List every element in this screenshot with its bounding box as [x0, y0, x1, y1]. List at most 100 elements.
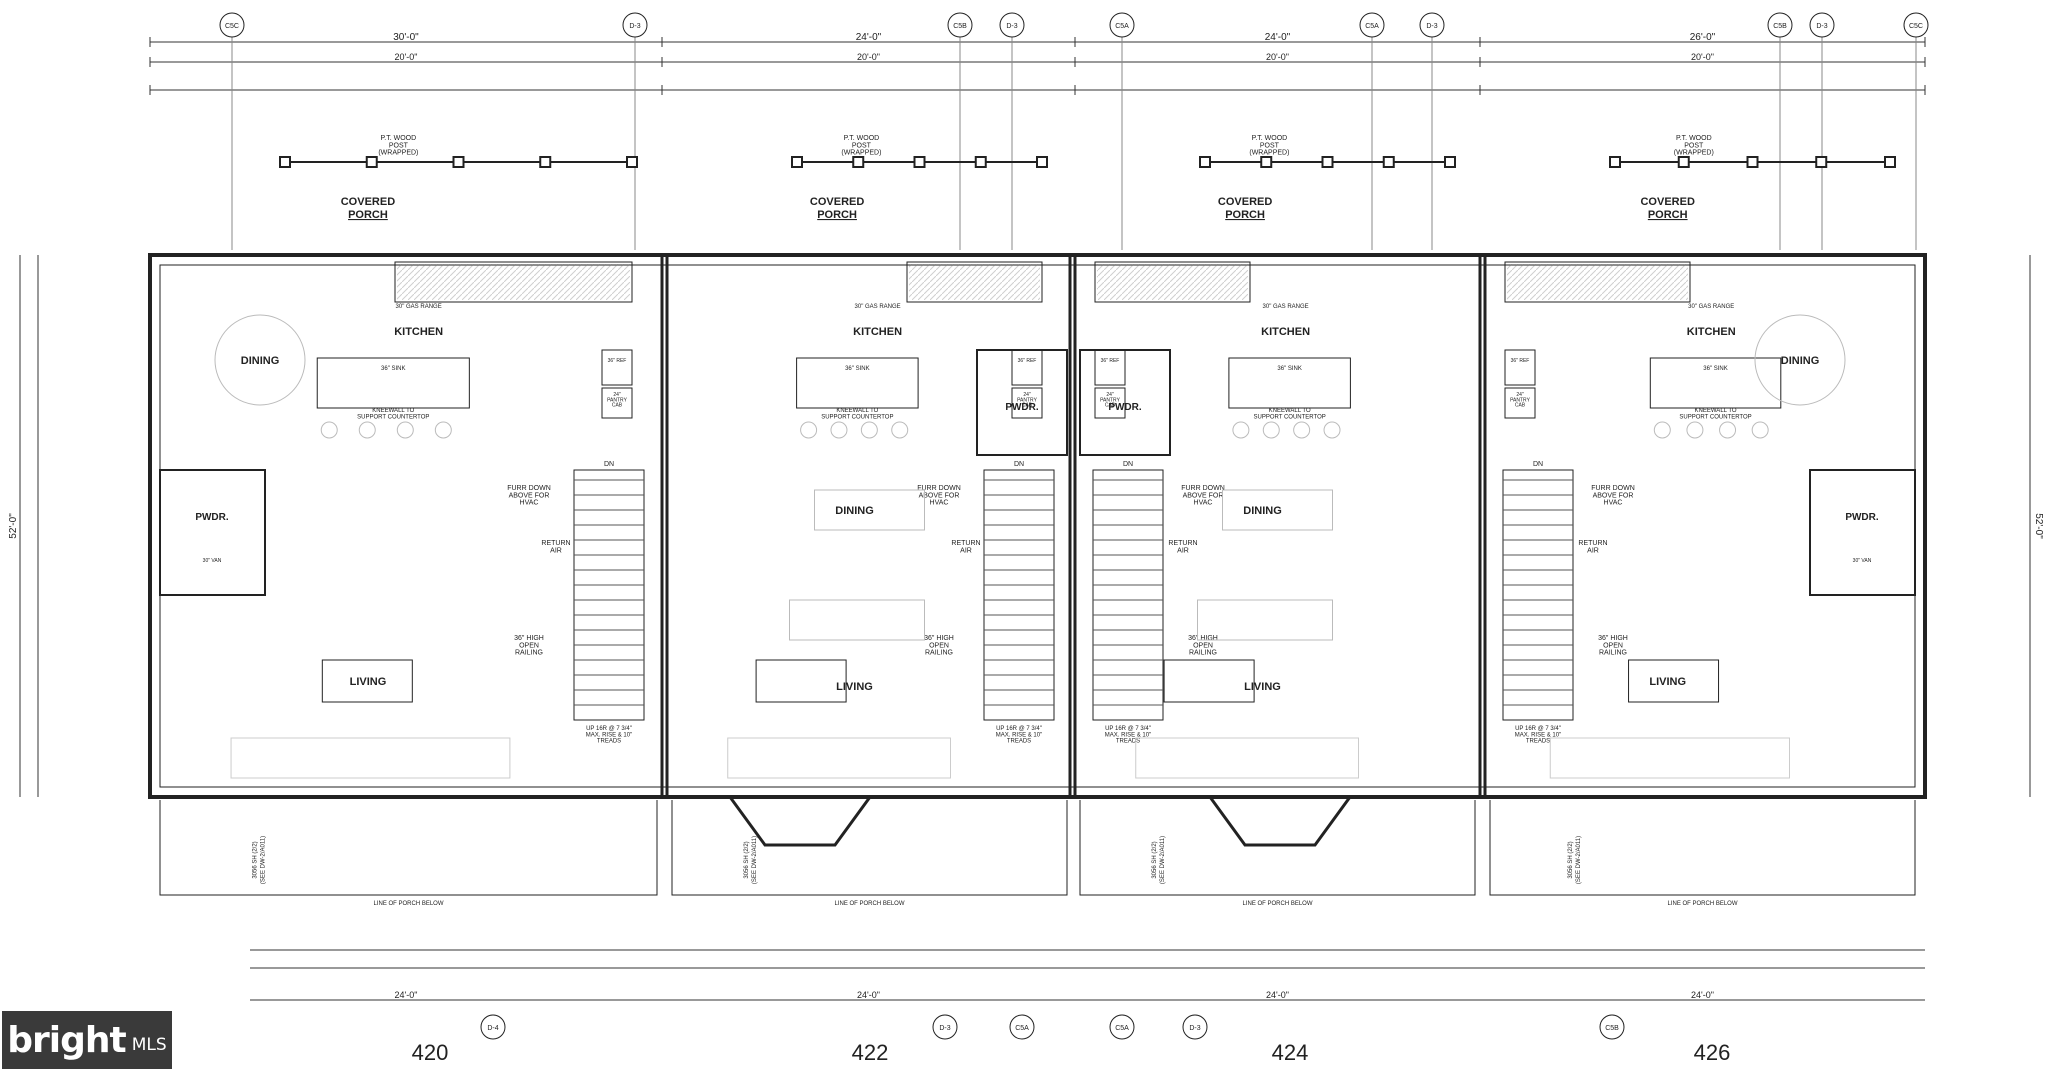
post-note: POST	[1684, 142, 1704, 149]
grid-tag-circle	[1359, 12, 1385, 38]
grid-tag-label: D-3	[629, 23, 640, 30]
inner-dimension: 20'-0"	[857, 52, 880, 62]
railing-note: OPEN	[1193, 642, 1213, 649]
railing-note: OPEN	[519, 642, 539, 649]
grid-tag-label: C5A	[1115, 23, 1129, 30]
treads-note: MAX. RISE & 10"	[586, 732, 632, 738]
return-air-note: RETURN	[951, 540, 980, 547]
gas-range-note: 30" GAS RANGE	[1688, 304, 1734, 310]
bar-stool	[1686, 421, 1704, 439]
pantry-note: 24"	[613, 392, 621, 398]
unit-number: 420	[412, 1040, 449, 1065]
porch-post	[791, 156, 803, 168]
porch-post	[626, 156, 638, 168]
staircase	[983, 469, 1055, 721]
dn-label: DN	[1123, 461, 1133, 468]
grid-tag-circle	[932, 1014, 958, 1040]
porch-post	[1199, 156, 1211, 168]
living-label: LIVING	[1244, 681, 1281, 693]
porch-post	[1746, 156, 1759, 168]
kitchen-island	[796, 357, 919, 409]
return-air-note: AIR	[1177, 547, 1189, 554]
gas-range-note: 30" GAS RANGE	[1263, 304, 1309, 310]
kitchen-counter	[906, 261, 1043, 303]
porch-post	[852, 156, 865, 168]
powder-room	[1079, 349, 1171, 456]
grid-tag-label: C5C	[225, 23, 239, 30]
porch-post	[1036, 156, 1048, 168]
kneewall-note: SUPPORT COUNTERTOP	[357, 414, 429, 420]
return-air-note: AIR	[960, 547, 972, 554]
bright-mls-watermark: bright MLS	[2, 1011, 172, 1069]
railing-note: 36" HIGH	[1188, 635, 1218, 642]
dining-table	[1222, 489, 1333, 531]
pantry-note: 24"	[1023, 392, 1031, 398]
treads-note: UP 16R @ 7 3/4"	[586, 726, 632, 732]
kneewall-note: KNEEWALL TO	[1269, 408, 1311, 414]
railing-note: 36" HIGH	[1598, 635, 1628, 642]
sink-note: 36" SINK	[845, 366, 869, 372]
pantry-cabinet	[1504, 387, 1536, 419]
furr-note: FURR DOWN	[507, 485, 551, 492]
vanity-note: 30" VAN	[203, 558, 222, 564]
grid-tag-label: D-3	[1816, 23, 1827, 30]
return-air-note: RETURN	[1578, 540, 1607, 547]
rear-porch-outline	[1079, 800, 1476, 896]
grid-tag-circle	[622, 12, 648, 38]
powder-label: PWDR.	[1005, 402, 1039, 413]
overall-height-dimension: 52'-0"	[2033, 513, 2044, 539]
porch-post	[1884, 156, 1896, 168]
dining-label: DINING	[1781, 355, 1820, 367]
living-rug	[1163, 659, 1255, 703]
bar-stool	[891, 421, 909, 439]
return-air-note: AIR	[550, 547, 562, 554]
dining-table	[814, 489, 925, 531]
treads-note: MAX. RISE & 10"	[996, 732, 1042, 738]
pantry-note: CAB	[612, 403, 623, 409]
window-note: (SEE DW-2/A011)	[1576, 836, 1582, 884]
porch-post	[974, 156, 987, 168]
grid-tag-circle	[1009, 1014, 1035, 1040]
vanity-note: 30" VAN	[1853, 558, 1872, 564]
furr-note: HVAC	[520, 500, 539, 507]
kitchen-label: KITCHEN	[394, 326, 443, 338]
grid-tag-label: D-3	[1006, 23, 1017, 30]
treads-note: TREADS	[1116, 739, 1140, 745]
window-note: (SEE DW-2/A011)	[752, 836, 758, 884]
furr-note: ABOVE FOR	[509, 492, 550, 499]
kitchen-counter	[1094, 261, 1251, 303]
furr-note: ABOVE FOR	[1593, 492, 1634, 499]
porch-post	[365, 156, 378, 168]
powder-room	[976, 349, 1068, 456]
post-note: (WRAPPED)	[1249, 150, 1289, 157]
dimension-lines: 30'-0"24'-0"24'-0"26'-0"20'-0"20'-0"20'-…	[8, 32, 2044, 1001]
grid-tag-circle	[1599, 1014, 1625, 1040]
kneewall-note: KNEEWALL TO	[372, 408, 414, 414]
covered-porch-label: COVERED	[1218, 196, 1272, 208]
inner-dimension: 20'-0"	[395, 52, 418, 62]
dining-label: DINING	[241, 355, 280, 367]
treads-note: UP 16R @ 7 3/4"	[1105, 726, 1151, 732]
kitchen-island	[1649, 357, 1782, 409]
post-note: P.T. WOOD	[1252, 135, 1288, 142]
ref-note: 36" REF	[1511, 358, 1530, 364]
porch-post	[1815, 156, 1828, 168]
railing-note: RAILING	[515, 650, 543, 657]
kitchen-label: KITCHEN	[853, 326, 902, 338]
grid-tag-label: C5B	[1605, 1025, 1619, 1032]
kneewall-note: SUPPORT COUNTERTOP	[821, 414, 893, 420]
bar-stool	[1323, 421, 1341, 439]
bay-window	[1208, 796, 1352, 847]
grid-tag-circle	[1903, 12, 1929, 38]
living-sofa	[230, 737, 511, 779]
overall-dimension: 24'-0"	[1265, 32, 1291, 43]
grid-tag-circle	[1767, 12, 1793, 38]
unit-number: 422	[852, 1040, 889, 1065]
dining-label: DINING	[1243, 505, 1282, 517]
refrigerator	[1094, 349, 1126, 386]
living-sofa	[1135, 737, 1359, 779]
ref-note: 36" REF	[1018, 358, 1037, 364]
